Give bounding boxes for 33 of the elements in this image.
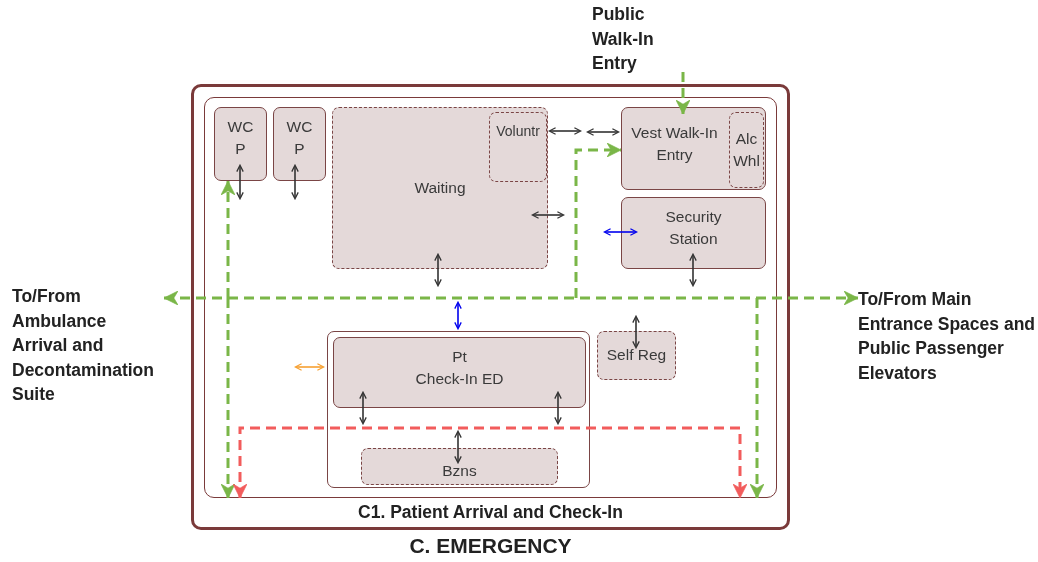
flow-label: To/From Main Entrance Spaces and Public Passenger Elevators xyxy=(858,287,1038,412)
arrow xyxy=(574,142,622,298)
room-box xyxy=(273,107,326,181)
double-arrow xyxy=(232,426,748,499)
room-label: Self Reg xyxy=(606,345,667,366)
room-label: Alc Whl xyxy=(732,128,761,171)
flow-label: To/From Ambulance Arrival and Decontamination Suite xyxy=(12,284,164,409)
room-box xyxy=(597,331,676,380)
room-box xyxy=(489,112,547,182)
room-box xyxy=(621,197,766,269)
room-label: Waiting xyxy=(414,177,466,198)
room-label: Voluntr xyxy=(496,122,540,141)
room-box xyxy=(621,107,766,190)
room-label: Pt Check-In ED xyxy=(415,347,504,390)
room-box xyxy=(332,107,548,269)
double-arrow xyxy=(163,290,859,306)
zone-heading: C. EMERGENCY xyxy=(408,534,573,558)
room-label: Security Station xyxy=(664,207,723,250)
arrow xyxy=(220,180,236,298)
room-box xyxy=(214,107,267,181)
room-box xyxy=(361,448,558,485)
room-box xyxy=(729,112,764,188)
room-label: Vest Walk-In Entry xyxy=(630,123,719,166)
arrow xyxy=(675,72,691,115)
arrow xyxy=(220,298,236,499)
group-outline xyxy=(327,331,590,488)
room-box xyxy=(333,337,586,408)
room-label: WC P xyxy=(285,117,314,160)
room-label: Bzns xyxy=(442,460,477,481)
room-label: WC P xyxy=(226,117,255,160)
arrow xyxy=(749,298,765,499)
flow-label: Public Walk-In Entry xyxy=(592,2,692,72)
zone-heading: C1. Patient Arrival and Check-In xyxy=(357,502,624,523)
